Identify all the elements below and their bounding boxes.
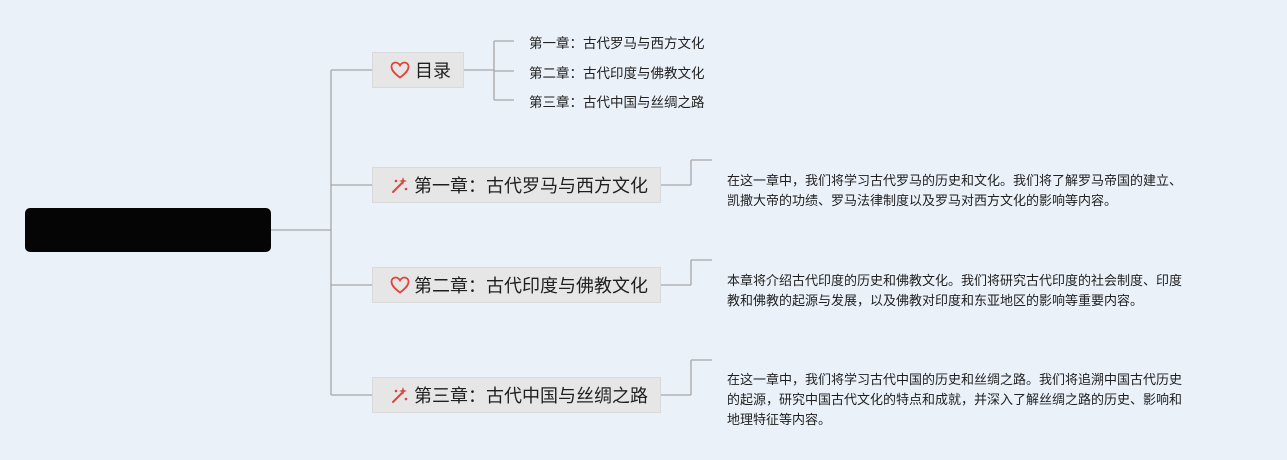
toc-label: 目录 [415, 61, 451, 82]
heart-icon [389, 59, 411, 81]
desc-line: 在这一章中，我们将学习古代罗马的历史和文化。我们将了解罗马帝国的建立、 [727, 174, 1183, 189]
desc-line: 的起源，研究中国古代文化的特点和成就，并深入了解丝绸之路的历史、影响和 [727, 393, 1183, 408]
toc-item-1[interactable]: 第一章：古代罗马与西方文化 [529, 36, 705, 52]
heart-icon [389, 274, 410, 296]
sparkle-icon [389, 174, 410, 196]
chapter-3-description: 在这一章中，我们将学习古代中国的历史和丝绸之路。我们将追溯中国古代历史 的起源，… [727, 371, 1227, 431]
chapter-2-node[interactable]: 第二章：古代印度与佛教文化 [372, 267, 661, 303]
desc-line: 凯撒大帝的功绩、罗马法律制度以及罗马对西方文化的影响等内容。 [727, 194, 1118, 209]
chapter-3-label: 第三章：古代中国与丝绸之路 [414, 386, 648, 407]
desc-line: 教和佛教的起源与发展，以及佛教对印度和东亚地区的影响等重要内容。 [727, 294, 1144, 309]
chapter-1-node[interactable]: 第一章：古代罗马与西方文化 [372, 167, 661, 203]
toc-node[interactable]: 目录 [372, 52, 464, 88]
chapter-3-node[interactable]: 第三章：古代中国与丝绸之路 [372, 377, 661, 413]
desc-line: 地理特征等内容。 [727, 413, 832, 428]
desc-line: 本章将介绍古代印度的历史和佛教文化。我们将研究古代印度的社会制度、印度 [727, 274, 1183, 289]
desc-line: 在这一章中，我们将学习古代中国的历史和丝绸之路。我们将追溯中国古代历史 [727, 373, 1183, 388]
toc-item-2[interactable]: 第二章：古代印度与佛教文化 [529, 66, 705, 82]
chapter-2-label: 第二章：古代印度与佛教文化 [414, 276, 648, 297]
chapter-2-description: 本章将介绍古代印度的历史和佛教文化。我们将研究古代印度的社会制度、印度 教和佛教… [727, 272, 1227, 312]
sparkle-icon [389, 384, 410, 406]
chapter-1-label: 第一章：古代罗马与西方文化 [414, 176, 648, 197]
root-node[interactable] [25, 208, 271, 252]
chapter-1-description: 在这一章中，我们将学习古代罗马的历史和文化。我们将了解罗马帝国的建立、 凯撒大帝… [727, 172, 1227, 212]
toc-item-3[interactable]: 第三章：古代中国与丝绸之路 [529, 95, 705, 111]
